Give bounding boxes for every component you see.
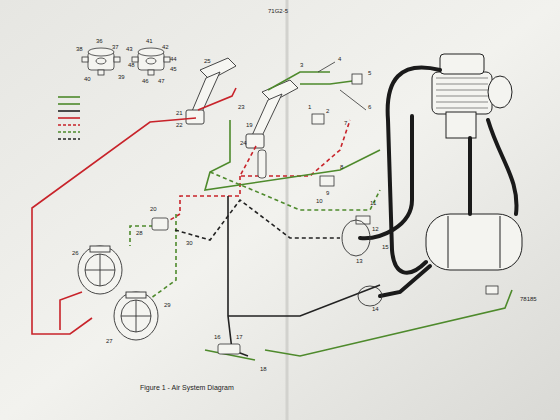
callout-number: 5 [368,70,371,76]
callout-number: 47 [158,78,165,84]
callout-number: 7 [344,120,347,126]
callout-number: 37 [112,44,119,50]
callout-number: 28 [136,230,143,236]
callout-number: 36 [96,38,103,44]
air-compressor [432,54,512,138]
page-code: 71G2-5 [268,8,288,14]
callout-number: 19 [246,122,253,128]
callout-number: 46 [142,78,149,84]
callout-number: 14 [372,306,379,312]
page-code: 78185 [520,296,537,302]
callout-number: 16 [214,334,221,340]
callout-number: 21 [176,110,183,116]
callout-number: 42 [162,44,169,50]
line-key [58,97,80,139]
callout-number: 1 [308,104,311,110]
callout-number: 39 [118,74,125,80]
callout-number: 23 [238,104,245,110]
callout-number: 13 [356,258,363,264]
callout-number: 43 [126,46,133,52]
quick-release-valve [132,48,170,75]
callout-number: 12 [372,226,379,232]
callout-number: 22 [176,122,183,128]
callout-number: 4 [338,56,341,62]
hoses [360,67,517,296]
figure-caption: Figure 1 - Air System Diagram [140,384,234,391]
callout-number: 26 [72,250,79,256]
brake-chamber [78,246,122,294]
callout-number: 20 [150,206,157,212]
callout-number: 6 [368,104,371,110]
hose-fittings [342,220,382,306]
callout-number: 29 [164,302,171,308]
callout-number: 40 [84,76,91,82]
callout-number: 38 [76,46,83,52]
brake-chamber [114,292,158,340]
callout-number: 8 [340,164,343,170]
trailer-pedal [246,80,298,148]
callout-number: 25 [204,58,211,64]
callout-number: 18 [260,366,267,372]
relay-valve [82,48,120,75]
fittings [152,62,498,354]
compressor-fins [436,78,488,108]
page-fold [286,0,289,420]
callout-number: 10 [316,198,323,204]
air-tank [426,214,522,270]
callout-number: 30 [186,240,193,246]
callout-number: 2 [326,108,329,114]
callout-number: 11 [370,200,376,206]
callout-number: 15 [382,244,389,250]
callout-number: 44 [170,56,177,62]
callout-number: 17 [236,334,243,340]
callout-number: 9 [326,190,329,196]
callout-number: 3 [300,62,303,68]
brake-pedal [186,58,236,124]
callout-number: 24 [240,140,247,146]
callout-number: 48 [128,62,135,68]
callout-number: 27 [106,338,113,344]
callout-number: 41 [146,38,153,44]
callout-number: 45 [170,66,177,72]
